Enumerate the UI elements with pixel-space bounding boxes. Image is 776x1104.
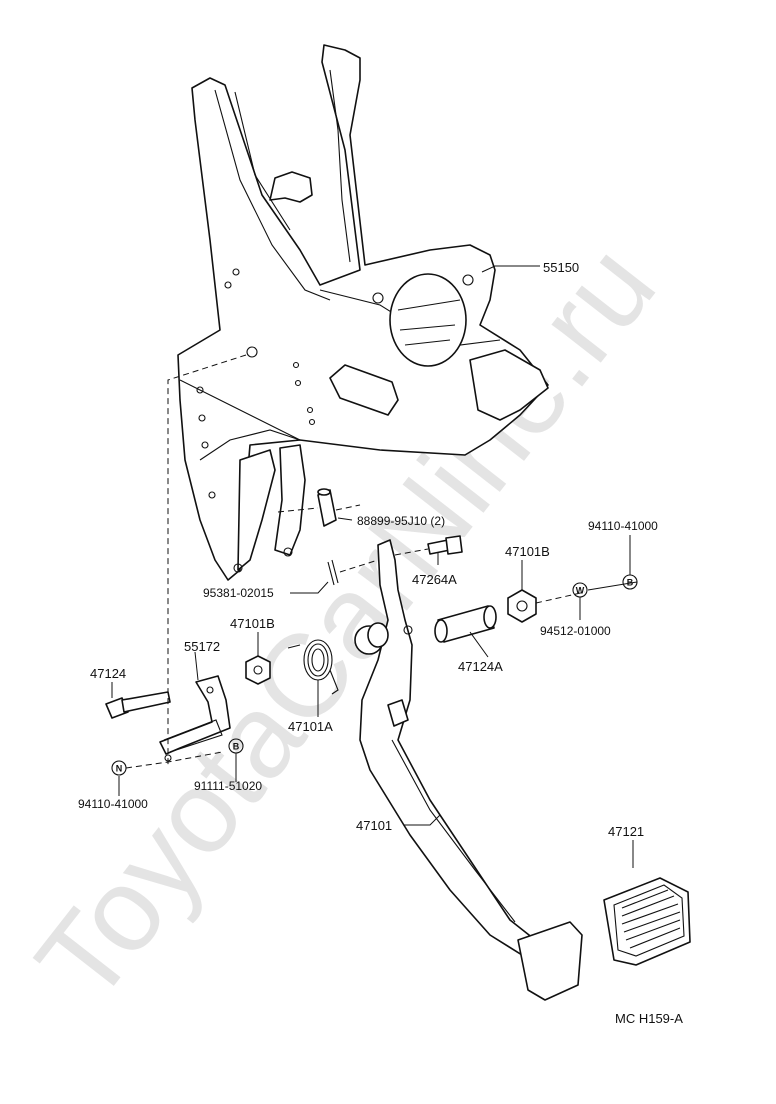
brake-pedal-pad-47121 <box>603 877 691 966</box>
pedal-bracket-55150 <box>177 44 549 581</box>
bushing-47124a <box>434 605 497 643</box>
callout-47121: 47121 <box>608 824 644 839</box>
callout-labels: 55150 88899-95J10 (2) 94110-41000 47101B… <box>78 260 683 1026</box>
callout-47101: 47101 <box>356 818 392 833</box>
alignment-lines <box>125 354 247 769</box>
callout-94512-01000: 94512-01000 <box>540 624 611 638</box>
svg-text:N: N <box>116 764 123 774</box>
brake-pedal-arm-47101 <box>354 539 583 1001</box>
callout-47124: 47124 <box>90 666 126 681</box>
svg-text:W: W <box>576 586 585 596</box>
callout-47264a: 47264A <box>412 572 457 587</box>
symbol-n: N <box>111 760 127 776</box>
callout-91111-51020: 91111-51020 <box>194 779 262 793</box>
callout-88899-95j10: 88899-95J10 (2) <box>357 514 445 528</box>
nut-47101b-left <box>245 655 271 685</box>
bolt-47124 <box>105 691 171 719</box>
callout-94110-41000-bottom: 94110-41000 <box>78 797 148 811</box>
callout-94110-41000-top: 94110-41000 <box>588 519 658 533</box>
cotter-pin-95381-02015 <box>327 559 379 586</box>
callout-55172: 55172 <box>184 639 220 654</box>
callout-47101b-left: 47101B <box>230 616 275 631</box>
svg-text:B: B <box>627 578 634 588</box>
bolt-47264a <box>394 535 463 556</box>
diagram-code: MC H159-A <box>615 1011 683 1026</box>
leader-lines <box>111 265 638 868</box>
symbol-w: W <box>572 582 588 598</box>
pin-88899-95j10 <box>277 488 361 527</box>
stopper-bracket-55172 <box>159 675 231 762</box>
callout-47101a: 47101A <box>288 719 333 734</box>
svg-text:B: B <box>233 742 240 752</box>
callout-47124a: 47124A <box>458 659 503 674</box>
return-spring-47101a <box>287 639 339 695</box>
callout-55150: 55150 <box>543 260 579 275</box>
callout-47101b-right: 47101B <box>505 544 550 559</box>
nut-47101b-right <box>507 589 586 623</box>
callout-95381-02015: 95381-02015 <box>203 586 274 600</box>
